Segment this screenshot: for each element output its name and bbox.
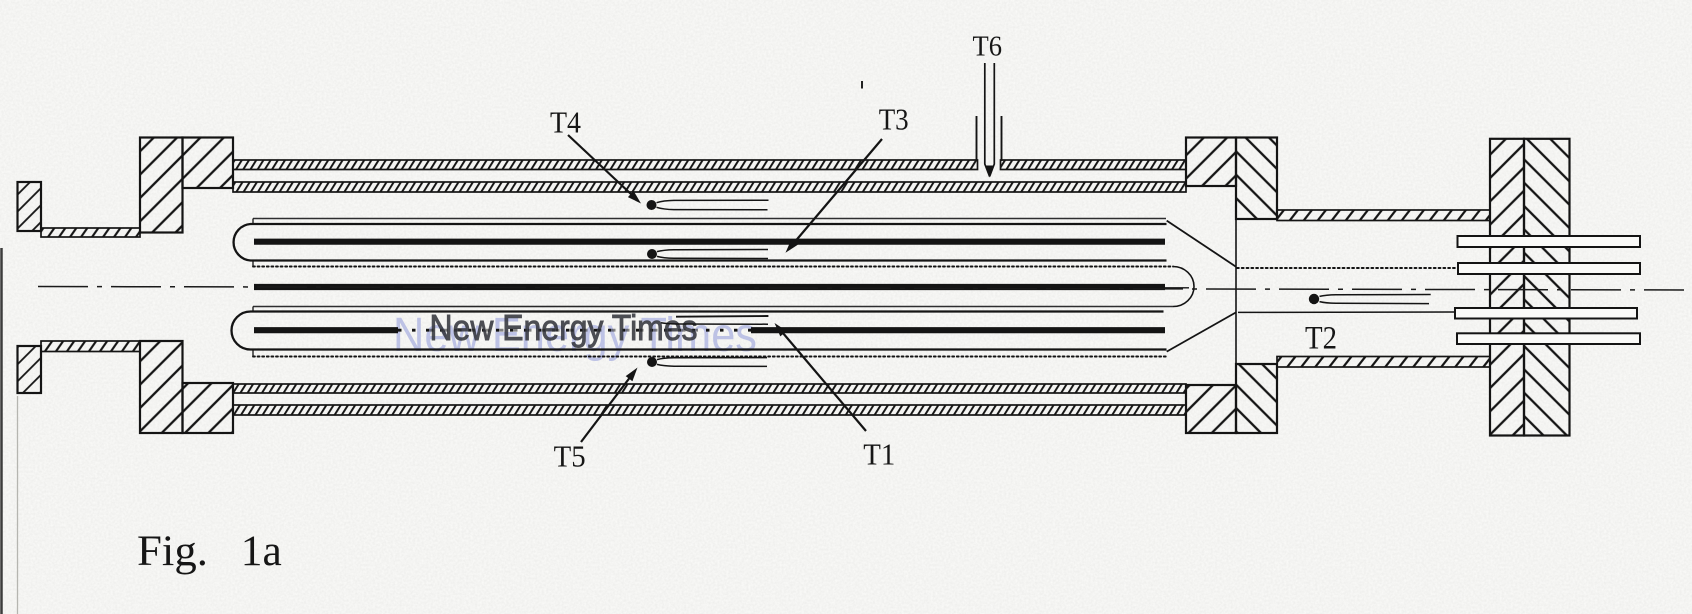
svg-text:T2: T2 [1305,321,1337,357]
svg-text:T1: T1 [863,437,895,472]
svg-text:T4: T4 [550,105,581,140]
svg-text:T3: T3 [879,101,909,136]
svg-text:New Energy Times: New Energy Times [430,307,698,348]
svg-text:New Energy Times: New Energy Times [393,309,757,362]
svg-text:T6: T6 [973,32,1003,63]
svg-text:1a: 1a [241,528,282,575]
svg-text:T5: T5 [554,439,586,474]
svg-text:Fig.: Fig. [137,528,208,575]
